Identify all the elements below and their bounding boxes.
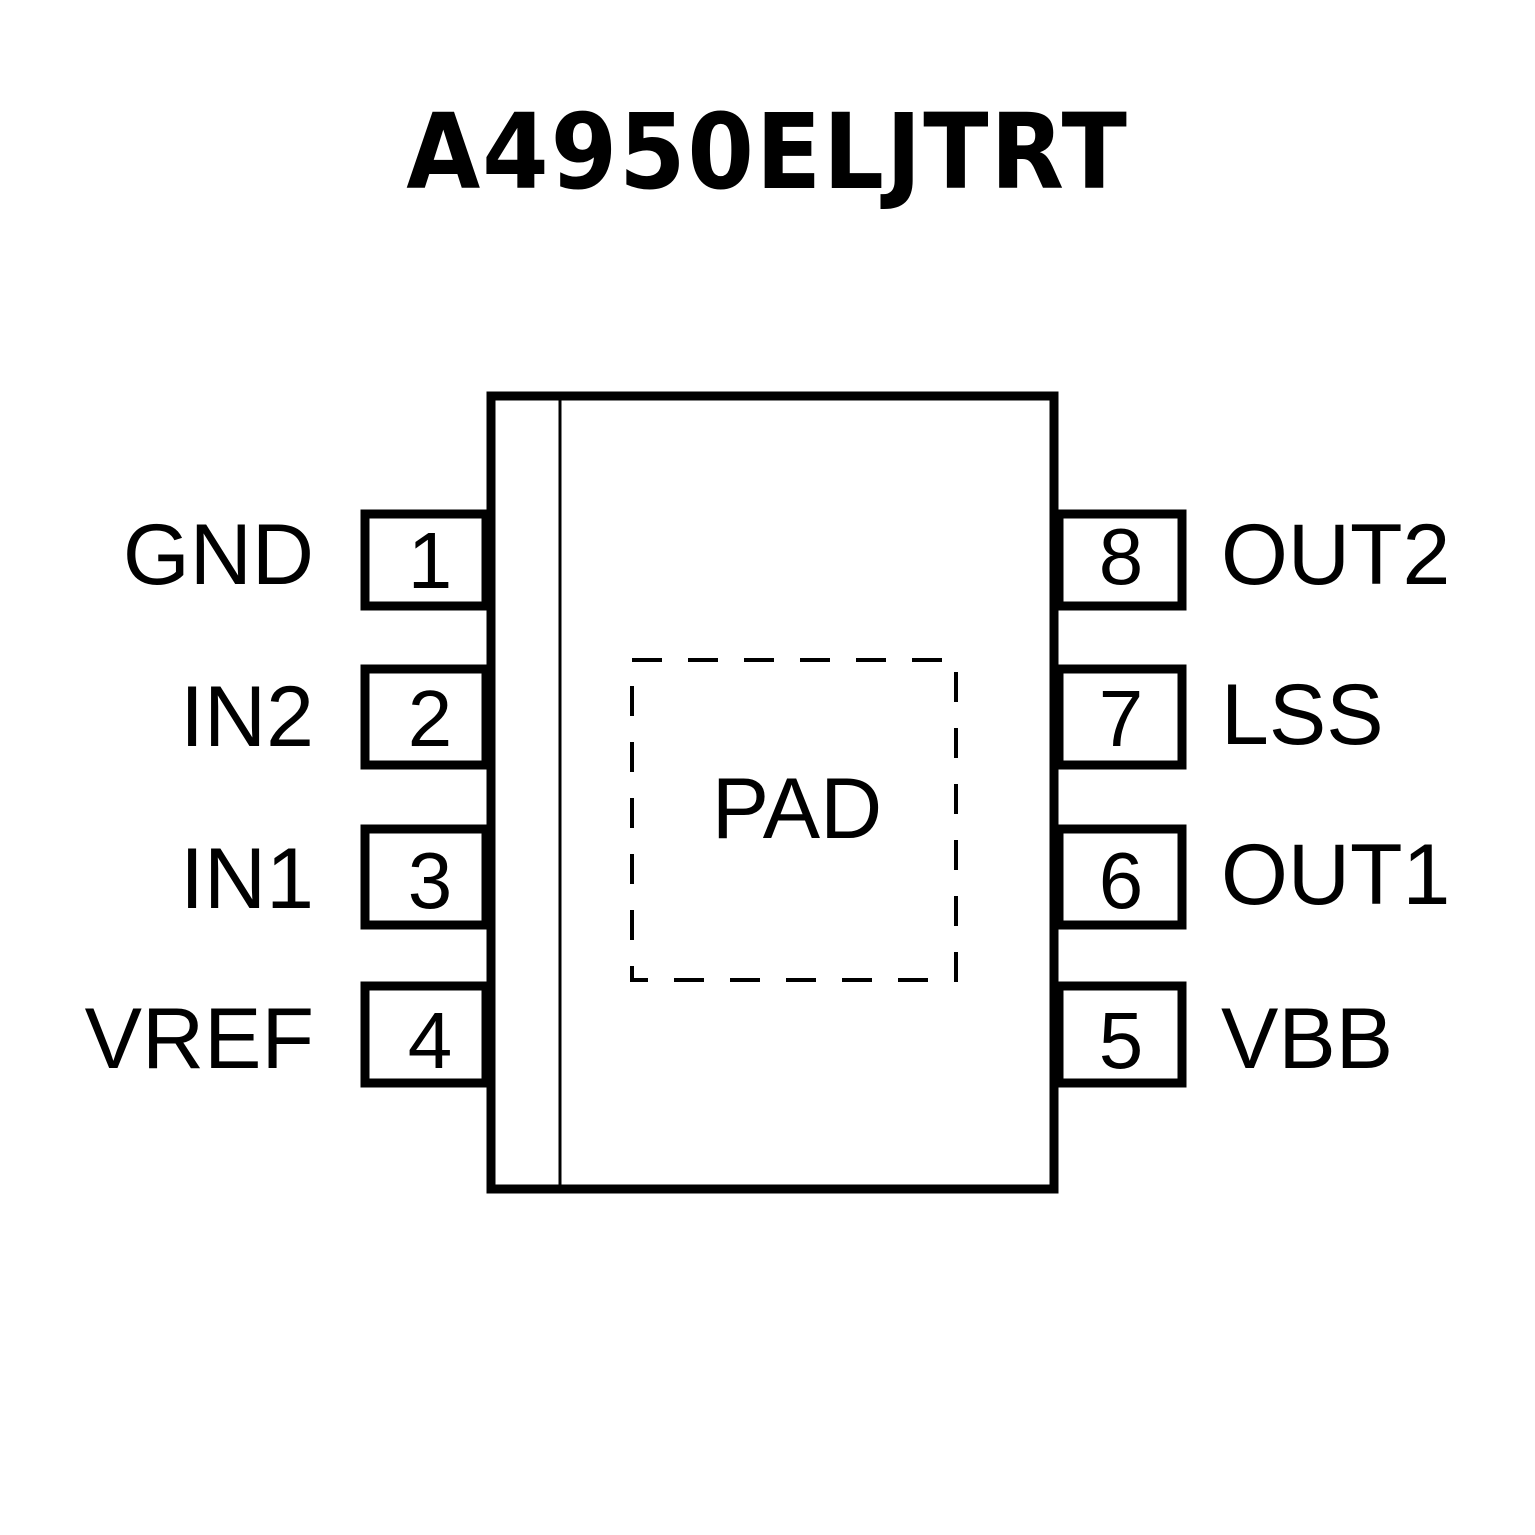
pin-box [1054, 509, 1187, 611]
pin-8: 8 OUT2 [1054, 507, 1450, 611]
pin-box [360, 981, 491, 1088]
pin-name: LSS [1221, 667, 1384, 763]
pin-number: 7 [1099, 674, 1144, 763]
pin-number: 1 [408, 516, 453, 605]
pin-name: OUT2 [1221, 507, 1450, 603]
pin-name: IN1 [180, 831, 314, 927]
pin-name: VBB [1221, 991, 1393, 1087]
pin-name: IN2 [180, 669, 314, 765]
pin-box [1054, 824, 1187, 930]
pin-number: 2 [408, 674, 453, 763]
pin-number: 8 [1099, 512, 1144, 601]
pin-7: 7 LSS [1054, 664, 1384, 770]
pin-1: 1 GND [123, 507, 491, 611]
pin-name: GND [123, 507, 314, 603]
exposed-pad-outline [630, 658, 958, 982]
package-body [486, 391, 1059, 1194]
pin-name: OUT1 [1221, 827, 1450, 923]
pin-number: 3 [408, 836, 453, 925]
pin-box [360, 824, 491, 930]
part-number-title: A4950ELJTRT [406, 91, 1129, 213]
pin-number: 5 [1099, 996, 1144, 1085]
pin-number: 6 [1099, 836, 1144, 925]
pin-box [1054, 664, 1187, 770]
pin-box [360, 664, 491, 770]
pin-box [1054, 981, 1187, 1088]
pin-3: 3 IN1 [180, 824, 491, 930]
pad-label: PAD [712, 761, 882, 857]
pin-number: 4 [408, 996, 453, 1085]
pin-5: 5 VBB [1054, 981, 1393, 1088]
pin-box [360, 509, 491, 611]
pin-4: 4 VREF [85, 981, 491, 1088]
pin-2: 2 IN2 [180, 664, 491, 770]
pin-6: 6 OUT1 [1054, 824, 1450, 930]
pin-name: VREF [85, 991, 314, 1087]
